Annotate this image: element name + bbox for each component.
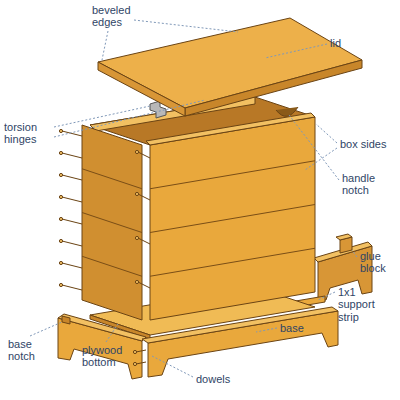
label-holder: 1x1 support strip — [338, 286, 384, 323]
label-holder: handle notch — [342, 172, 388, 197]
label-holder: beveled edges — [92, 4, 142, 29]
lid-front-edge — [185, 60, 362, 116]
part-label: box sides — [340, 138, 386, 150]
label-holder: plywood bottom — [82, 344, 132, 369]
part-label: dowels — [196, 373, 230, 385]
glue-block-top — [336, 234, 352, 240]
label-holder: lid — [330, 37, 341, 49]
part-label: beveled edges — [92, 4, 142, 29]
part-label: handle notch — [342, 172, 388, 197]
part-label: 1x1 support strip — [338, 286, 384, 323]
part-label: torsion hinges — [4, 121, 52, 146]
handle-notch — [276, 107, 298, 116]
label-holder: dowels — [196, 373, 230, 385]
label-holder: box sides — [340, 138, 386, 150]
base-rail-front — [148, 311, 338, 377]
dowels — [59, 129, 150, 290]
board-joints — [150, 161, 315, 277]
dowels — [133, 350, 146, 366]
lid-top — [98, 18, 362, 108]
part-label: glue block — [360, 250, 394, 275]
base-rail-left-top — [58, 314, 146, 341]
leader-lines — [30, 20, 357, 377]
base-notch — [62, 316, 70, 324]
box-side-left — [82, 125, 142, 320]
box-side-front — [150, 117, 315, 320]
label-holder: torsion hinges — [4, 121, 52, 146]
label-holder: glue block — [360, 250, 394, 275]
part-label: base — [280, 322, 304, 334]
part-label: lid — [330, 37, 341, 49]
part-label: base notch — [8, 338, 42, 363]
board-joints — [82, 169, 142, 277]
part-label: plywood bottom — [82, 344, 132, 369]
label-holder: base notch — [8, 338, 42, 363]
box-top-edge — [146, 113, 315, 145]
label-holder: base — [280, 322, 304, 334]
